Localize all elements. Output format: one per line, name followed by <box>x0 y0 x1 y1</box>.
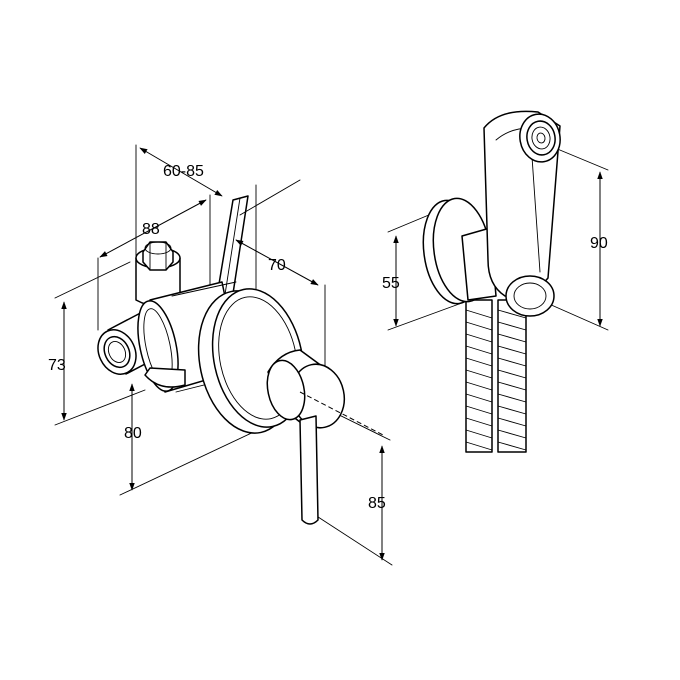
dim-label-85: 85 <box>368 495 386 512</box>
dim-label-73: 73 <box>48 357 66 374</box>
hand-spray-drawing: 55 90 <box>382 110 609 453</box>
dimension-labels: 60-85 88 70 73 80 85 <box>48 163 386 512</box>
dim-label-90: 90 <box>590 235 608 252</box>
dim-label-70: 70 <box>268 257 286 274</box>
lever-handle <box>266 349 386 525</box>
mixer-valve-drawing: 60-85 88 70 73 80 85 <box>48 144 393 566</box>
dim-label-88: 88 <box>142 221 160 238</box>
spray-head <box>483 110 561 317</box>
spray-dimension-labels: 55 90 <box>382 235 608 292</box>
hose <box>465 299 527 453</box>
wall-holder <box>422 197 497 305</box>
dimension-lines <box>61 147 385 561</box>
dim-label-80: 80 <box>124 425 142 442</box>
spray-dimension-lines <box>393 171 603 327</box>
dim-label-55: 55 <box>382 275 400 292</box>
dim-label-60-85: 60-85 <box>163 163 204 180</box>
